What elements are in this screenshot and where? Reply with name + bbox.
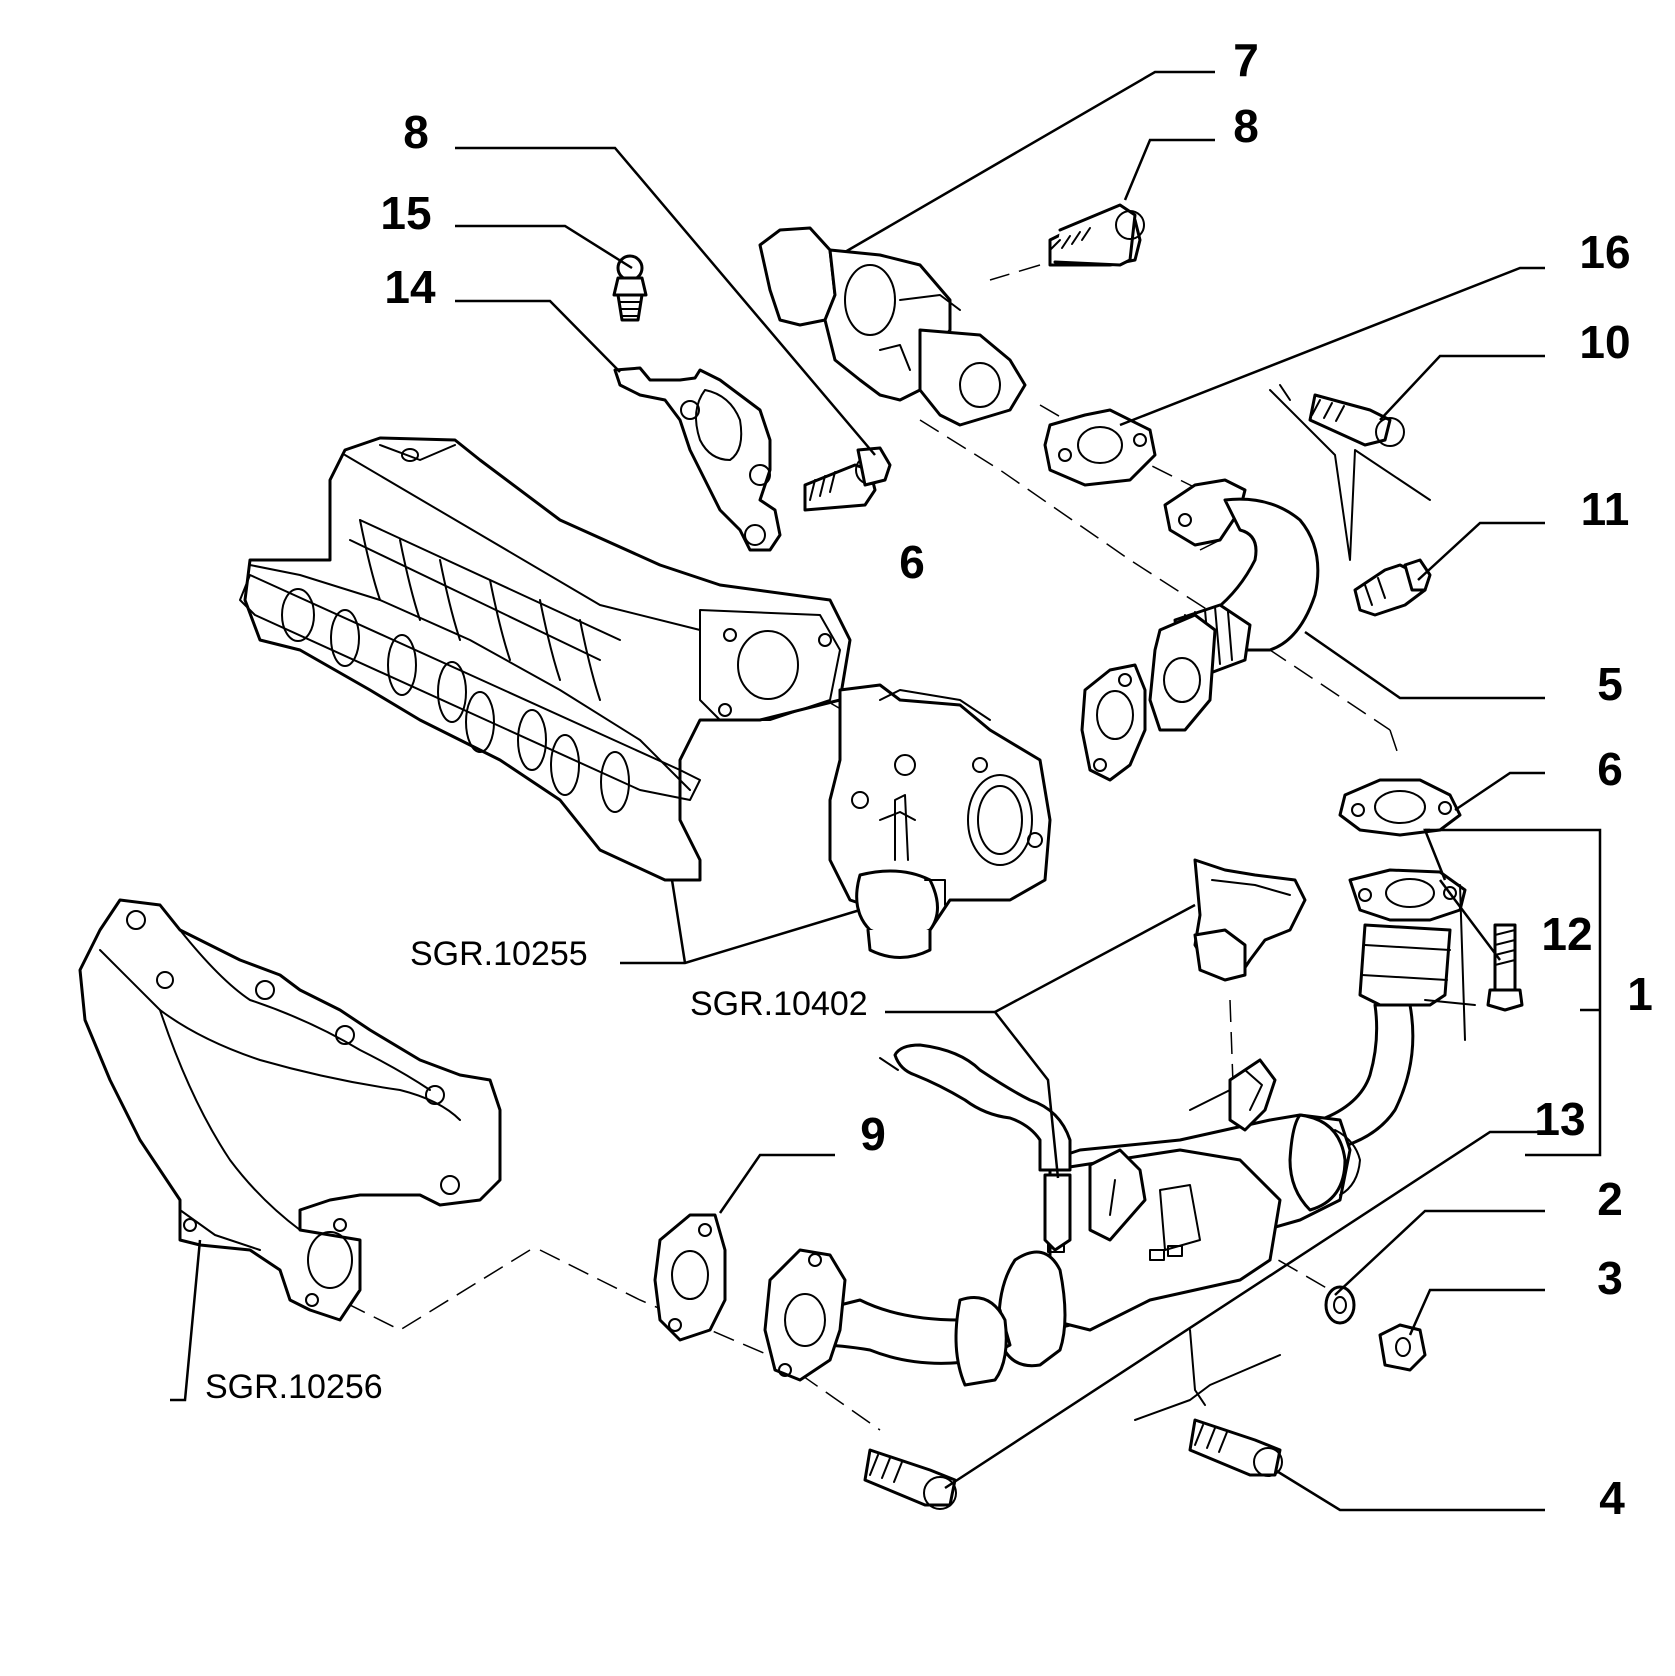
reference-labels: SGR.10255 SGR.10402 SGR.10256	[205, 935, 868, 1406]
gasket-9	[653, 1213, 727, 1342]
bolt-10	[1308, 393, 1405, 447]
bolt-8-left	[803, 446, 892, 512]
callout-9: 9	[860, 1108, 886, 1160]
callout-3: 3	[1597, 1252, 1623, 1304]
callout-2: 2	[1597, 1173, 1623, 1225]
callout-labels: 7 8 8 15 14 16 10 11 6 5 6 12 1 9 13 2 3…	[380, 34, 1652, 1524]
washer-2	[1324, 1285, 1356, 1325]
bolt-13	[863, 1448, 957, 1510]
hose-assembly	[879, 858, 1307, 1252]
fitting-11	[1353, 558, 1432, 617]
gasket-6-upper	[1080, 663, 1147, 782]
ref-sgr-10256: SGR.10256	[205, 1368, 383, 1406]
callout-8-upper: 8	[1233, 100, 1259, 152]
egr-pipe-5	[1148, 478, 1320, 732]
bracket-14	[613, 366, 782, 552]
intake-manifold	[239, 436, 852, 882]
ref-sgr-10402: SGR.10402	[690, 985, 868, 1023]
callout-7: 7	[1233, 34, 1259, 86]
callout-6-upper: 6	[899, 536, 925, 588]
callout-4: 4	[1599, 1472, 1625, 1524]
leader-lines	[170, 70, 1602, 1512]
gasket-16	[1043, 408, 1157, 487]
callout-10: 10	[1579, 316, 1630, 368]
egr-cooler-assembly-1	[763, 868, 1467, 1387]
callout-12: 12	[1541, 908, 1592, 960]
bolt-12	[1486, 923, 1524, 1012]
callout-1: 1	[1627, 968, 1653, 1020]
callout-16: 16	[1579, 226, 1630, 278]
callout-5: 5	[1597, 658, 1623, 710]
nut-3	[1378, 1323, 1427, 1372]
break-lines	[1134, 384, 1476, 1421]
gasket-6-lower	[1338, 778, 1462, 837]
egr-valve	[758, 226, 1027, 427]
callout-8-left: 8	[403, 106, 429, 158]
callout-15: 15	[380, 187, 431, 239]
bolt-4	[1188, 1418, 1283, 1477]
callout-11: 11	[1581, 483, 1630, 535]
exhaust-manifold	[78, 898, 502, 1322]
throttle-body	[828, 683, 1052, 959]
callout-14: 14	[384, 261, 436, 313]
callout-13: 13	[1534, 1093, 1585, 1145]
ref-sgr-10255: SGR.10255	[410, 935, 588, 973]
bolt-8-upper	[1048, 203, 1145, 267]
callout-6-lower: 6	[1597, 743, 1623, 795]
